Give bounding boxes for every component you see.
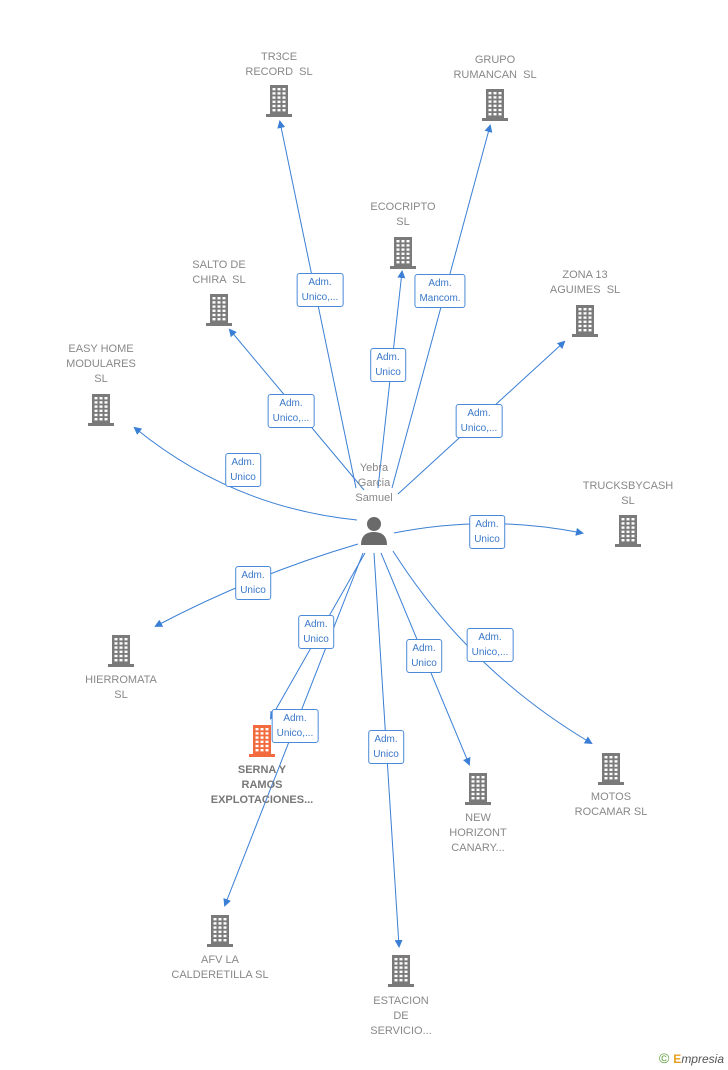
- company-name: TRUCKSBYCASH SL: [582, 480, 674, 507]
- person-icon-wrap: [359, 515, 389, 550]
- company-name: ECOCRIPTO SL: [370, 201, 436, 228]
- building-icon: [249, 725, 275, 757]
- building-icon: [206, 294, 232, 326]
- edge-label-grupo[interactable]: Adm. Mancom.: [414, 274, 466, 308]
- edge-label-serna[interactable]: Adm. Unico: [298, 615, 334, 649]
- building-icon: [207, 915, 233, 947]
- company-name: SERNA Y RAMOS EXPLOTACIONES...: [210, 764, 314, 806]
- edge-label-trucks[interactable]: Adm. Unico: [469, 515, 505, 549]
- edge-label-ecocripto[interactable]: Adm. Unico: [370, 348, 406, 382]
- edge-easyhome: [133, 426, 358, 521]
- brand-name: mpresia: [681, 1052, 724, 1066]
- person-icon: [361, 517, 387, 545]
- building-icon-wrap: [105, 633, 137, 672]
- edge-label-tr3ce[interactable]: Adm. Unico,...: [296, 273, 344, 307]
- building-icon-wrap: [85, 392, 117, 431]
- building-icon: [266, 85, 292, 117]
- copyright-icon: ©: [658, 1050, 670, 1066]
- building-icon-wrap: [203, 292, 235, 331]
- company-name: HIERROMATA SL: [85, 674, 157, 701]
- building-icon: [108, 635, 134, 667]
- building-icon-wrap: [387, 235, 419, 274]
- building-icon-wrap: [479, 87, 511, 126]
- building-icon-wrap: [462, 771, 494, 810]
- building-icon-wrap: [612, 513, 644, 552]
- building-icon-wrap: [263, 83, 295, 122]
- building-icon: [482, 89, 508, 121]
- building-icon-wrap: [246, 723, 278, 762]
- edge-label-hierromata[interactable]: Adm. Unico: [235, 566, 271, 600]
- footer-brand: ©Empresia: [659, 1050, 724, 1066]
- building-icon: [88, 394, 114, 426]
- edge-label-motos[interactable]: Adm. Unico,...: [466, 628, 514, 662]
- brand-initial: E: [673, 1052, 682, 1066]
- edge-label-afv[interactable]: Adm. Unico,...: [271, 709, 319, 743]
- edge-label-easyhome[interactable]: Adm. Unico: [225, 453, 261, 487]
- building-icon: [388, 955, 414, 987]
- edge-label-newhorizont[interactable]: Adm. Unico: [406, 639, 442, 673]
- building-icon: [615, 515, 641, 547]
- company-name: MOTOS ROCAMAR SL: [574, 791, 648, 818]
- building-icon-wrap: [569, 303, 601, 342]
- company-name: ZONA 13 AGUIMES SL: [549, 269, 621, 296]
- building-icon-wrap: [595, 751, 627, 790]
- company-name: EASY HOME MODULARES SL: [66, 343, 136, 385]
- company-name: AFV LA CALDERETILLA SL: [171, 954, 269, 981]
- person-name: Yebra Garcia Samuel: [355, 462, 393, 504]
- building-icon-wrap: [204, 913, 236, 952]
- edge-label-zona13[interactable]: Adm. Unico,...: [455, 404, 503, 438]
- company-name: GRUPO RUMANCAN SL: [453, 54, 537, 81]
- company-name: NEW HORIZONT CANARY...: [449, 812, 507, 854]
- building-icon: [390, 237, 416, 269]
- company-name: SALTO DE CHIRA SL: [192, 259, 246, 286]
- edge-label-salto[interactable]: Adm. Unico,...: [267, 394, 315, 428]
- company-name: ESTACION DE SERVICIO...: [370, 995, 432, 1037]
- edge-label-estacion[interactable]: Adm. Unico: [368, 730, 404, 764]
- building-icon: [598, 753, 624, 785]
- building-icon-wrap: [385, 953, 417, 992]
- building-icon: [465, 773, 491, 805]
- company-name: TR3CE RECORD SL: [245, 51, 313, 78]
- building-icon: [572, 305, 598, 337]
